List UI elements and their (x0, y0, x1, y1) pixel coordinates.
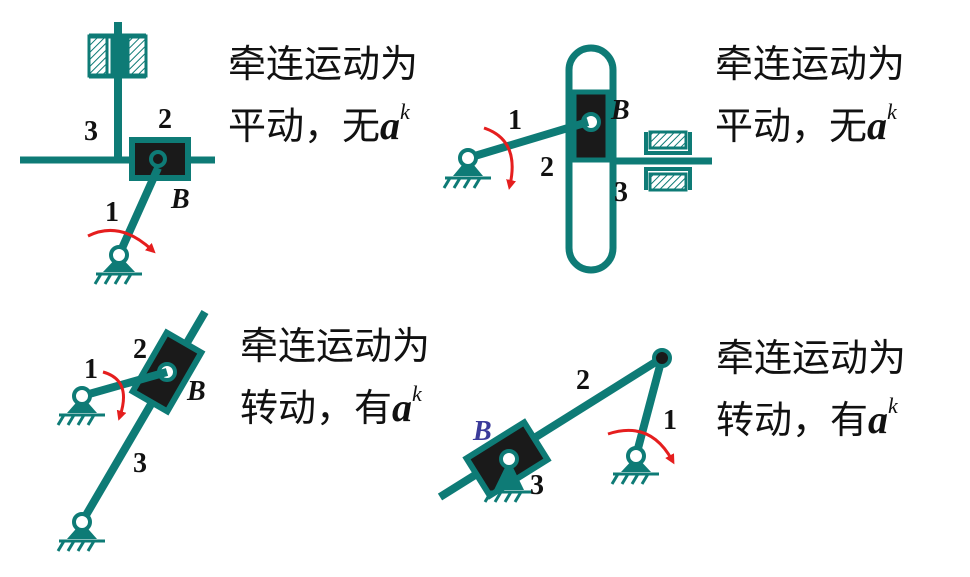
ground-pivot-link-3 (483, 449, 532, 503)
coriolis-symbol: ak (380, 99, 410, 148)
label-crank-1: 1 (105, 197, 119, 228)
label-slider-2: 2 (133, 334, 147, 365)
caption-bottom-left: 牵连运动为 转动，有ak (240, 322, 430, 432)
rotation-arrow (102, 370, 127, 421)
caption-line-1: 牵连运动为 (716, 336, 907, 380)
ground-pivot (93, 245, 142, 285)
label-link-3: 3 (84, 116, 98, 147)
crank-1 (80, 368, 169, 400)
crank-1 (115, 166, 162, 257)
label-link-3: 3 (614, 177, 628, 208)
rotation-arrow (607, 428, 675, 465)
label-link-3: 3 (530, 470, 544, 501)
ground-pivot-link-3 (56, 512, 105, 552)
mechanism-bottom-left: 1 2 B 3 (56, 309, 209, 552)
caption-top-right: 牵连运动为 平动，无ak (715, 40, 905, 150)
coriolis-symbol: ak (867, 99, 897, 148)
crank-1 (466, 118, 590, 162)
caption-line-2: 转动，有ak (240, 381, 422, 430)
ground-pivot (442, 148, 491, 189)
label-point-B: B (472, 416, 492, 447)
caption-line-1: 牵连运动为 (228, 42, 419, 86)
label-crank-1: 1 (508, 105, 522, 136)
guide-bushing (644, 130, 692, 192)
ground-pivot-crank (56, 386, 105, 426)
rotation-arrow (87, 228, 156, 254)
caption-line-1: 牵连运动为 (715, 42, 906, 86)
label-point-B: B (170, 184, 190, 215)
caption-line-2: 平动，无ak (228, 99, 410, 148)
label-point-B: B (610, 95, 630, 126)
coriolis-symbol: ak (868, 393, 898, 442)
caption-bottom-right: 牵连运动为 转动，有ak (716, 334, 906, 444)
caption-line-2: 平动，无ak (715, 99, 897, 148)
label-crank-1: 1 (663, 405, 677, 436)
label-slider-2: 2 (540, 152, 554, 183)
mechanism-top-right: 1 B 2 3 (442, 44, 712, 274)
caption-top-left: 牵连运动为 平动，无ak (228, 40, 418, 150)
caption-line-2: 转动，有ak (716, 393, 898, 442)
mechanism-bottom-right: 2 1 B 3 (437, 348, 677, 503)
label-link-3: 3 (133, 448, 147, 479)
mechanism-top-left: 3 2 1 B (20, 22, 215, 285)
label-crank-1: 1 (84, 354, 98, 385)
ground-pivot-crank (610, 446, 659, 485)
label-point-B: B (186, 376, 206, 407)
caption-line-1: 牵连运动为 (240, 324, 431, 368)
coriolis-symbol: ak (392, 381, 422, 430)
label-slider-2: 2 (158, 104, 172, 135)
guide-bushing (87, 33, 148, 79)
crank-1 (632, 356, 666, 458)
rotation-arrow (483, 126, 516, 190)
label-link-2: 2 (576, 365, 590, 396)
